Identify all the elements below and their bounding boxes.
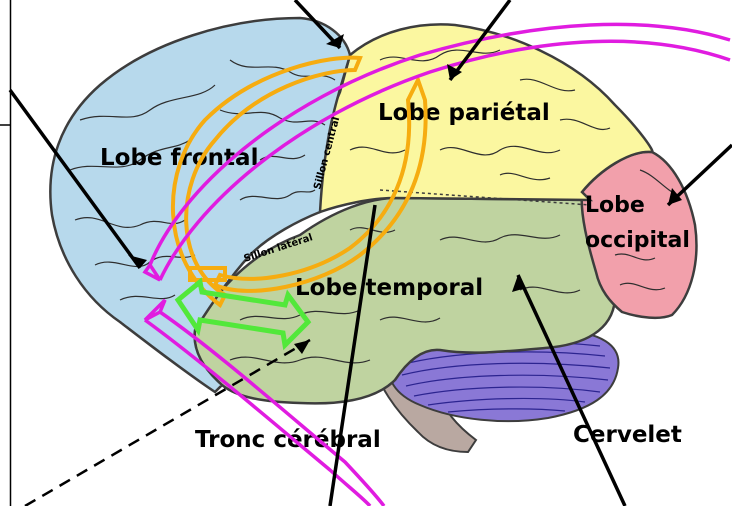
label-lobe-occipital-line2: occipital [585,228,690,253]
label-lobe-occipital-line1: Lobe [585,193,645,218]
label-tronc-cerebral: Tronc cérébral [195,427,381,453]
pointer-dashed [25,340,310,506]
label-lobe-parietal: Lobe pariétal [378,100,550,126]
label-lobe-temporal: Lobe temporal [295,275,483,301]
